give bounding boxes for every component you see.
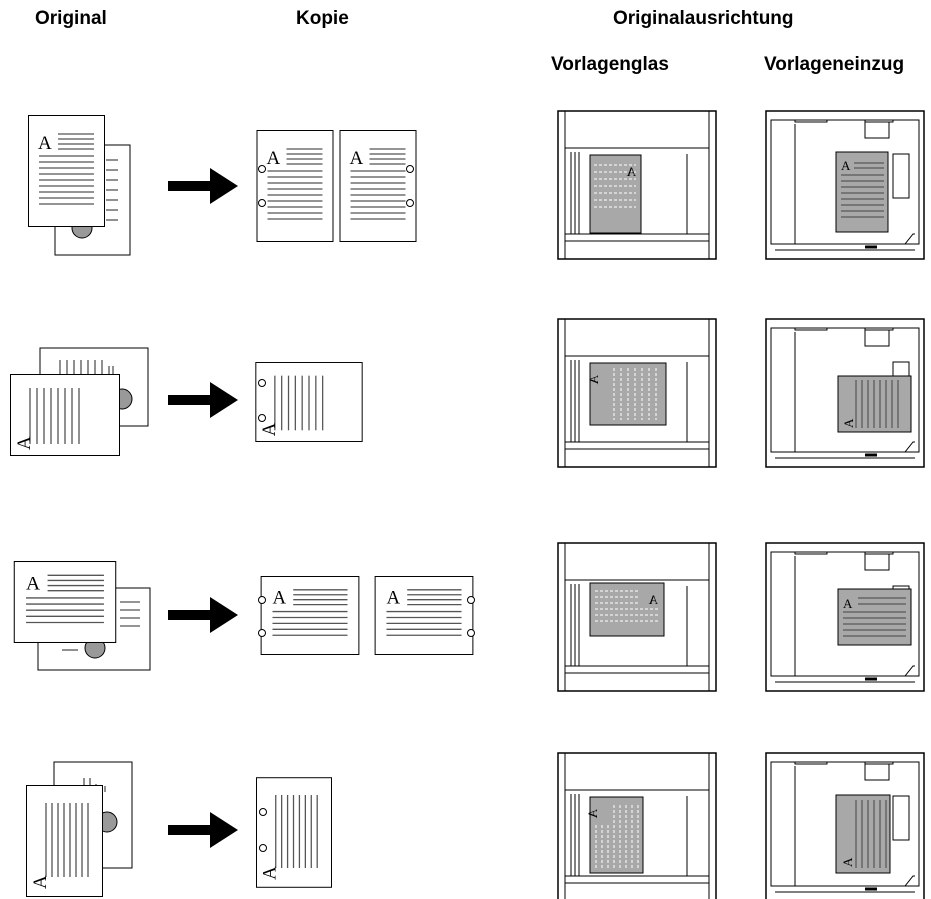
arrow-icon — [168, 168, 238, 204]
svg-text:A: A — [841, 158, 851, 173]
svg-text:A: A — [586, 375, 601, 385]
original-front-page — [28, 115, 105, 227]
glass-3: A — [557, 542, 717, 692]
feeder-2: A — [765, 318, 925, 468]
copy-4 — [256, 777, 332, 888]
row-3: A A — [13, 542, 925, 692]
original-2 — [10, 347, 149, 456]
row-2: A A — [10, 318, 925, 468]
feeder-4: A — [765, 752, 925, 899]
feeder-3: A — [765, 542, 925, 692]
copy-2 — [255, 362, 363, 442]
copy-page-left — [256, 130, 334, 242]
arrow-icon — [168, 597, 238, 633]
svg-text:A: A — [626, 164, 636, 179]
copy-1 — [256, 130, 417, 242]
arrow-icon — [168, 812, 238, 848]
feeder-1: A — [765, 110, 925, 260]
header-orientation: Originalausrichtung — [613, 8, 794, 29]
original-1 — [28, 115, 131, 256]
header-vorlageneinzug: Vorlageneinzug — [764, 54, 905, 75]
row-1: A A — [28, 110, 925, 260]
glass-2: A — [557, 318, 717, 468]
glass-4: A — [557, 752, 717, 899]
glass-1: A — [557, 110, 717, 260]
copy-3 — [258, 576, 475, 655]
original-3 — [13, 561, 151, 671]
copy-page-right — [374, 576, 474, 655]
copy-page — [255, 362, 363, 442]
svg-text:A: A — [843, 596, 853, 611]
header-original: Original — [35, 8, 107, 29]
arrow-icon — [168, 382, 238, 418]
header-kopie: Kopie — [296, 8, 349, 29]
copy-page-right — [339, 130, 417, 242]
svg-text:A: A — [648, 592, 658, 607]
original-4 — [26, 761, 133, 897]
svg-text:A: A — [841, 418, 856, 428]
header-vorlagenglas: Vorlagenglas — [551, 54, 669, 75]
svg-text:A: A — [840, 857, 855, 867]
copy-page-left — [260, 576, 360, 655]
original-front-page — [13, 561, 117, 643]
original-front-page — [10, 374, 120, 456]
svg-text:A: A — [585, 809, 600, 819]
row-4: A A — [26, 752, 925, 899]
copy-page — [256, 777, 332, 888]
original-front-page — [26, 785, 103, 897]
